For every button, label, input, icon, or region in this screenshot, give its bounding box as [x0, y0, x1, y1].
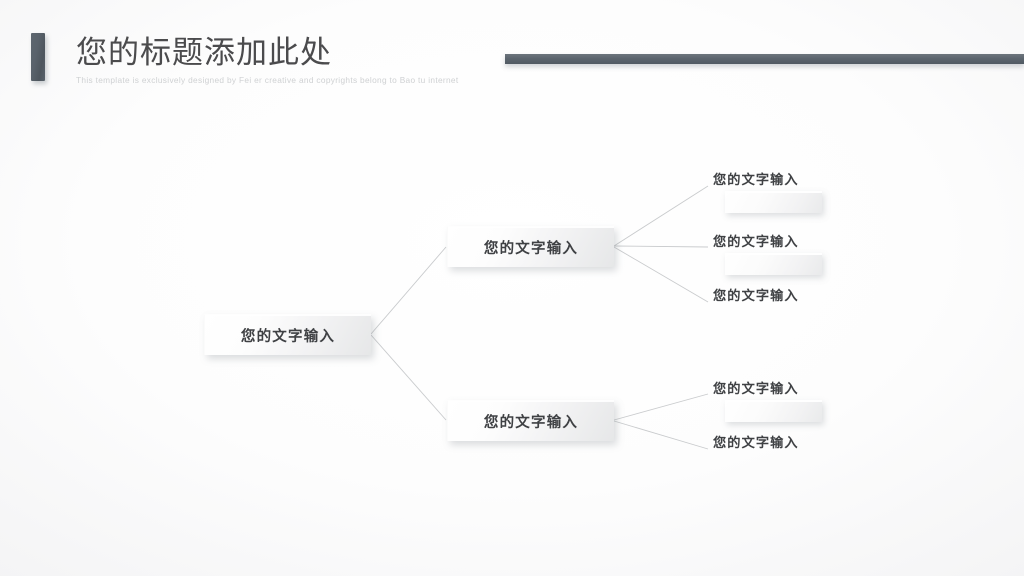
tree-leaf-1-1-plate — [725, 191, 822, 213]
page-subtitle: This template is exclusively designed by… — [76, 75, 459, 85]
tree-node-branch-1-label: 您的文字输入 — [483, 240, 579, 257]
connector-branch-1-leaf-3 — [613, 246, 709, 303]
title-block: 您的标题添加此处 This template is exclusively de… — [76, 33, 506, 86]
tree-leaf-2-1[interactable]: 您的文字输入 — [713, 381, 863, 422]
tree-node-branch-2-label: 您的文字输入 — [483, 414, 579, 431]
tree-node-branch-2[interactable]: 您的文字输入 — [447, 400, 614, 441]
tree-node-root[interactable]: 您的文字输入 — [204, 314, 371, 355]
tree-leaf-2-2[interactable]: 您的文字输入 — [713, 435, 863, 476]
tree-node-root-label: 您的文字输入 — [240, 328, 336, 345]
tree-leaf-1-3[interactable]: 您的文字输入 — [713, 288, 863, 329]
tree-leaf-2-2-label: 您的文字输入 — [713, 436, 799, 451]
tree-leaf-1-2-label: 您的文字输入 — [713, 235, 799, 250]
title-accent-bar — [31, 33, 45, 81]
tree-leaf-2-1-plate — [725, 400, 822, 422]
header-rule — [505, 54, 1024, 64]
tree-leaf-1-2-plate — [725, 253, 822, 275]
connector-root-to-branch-2 — [370, 334, 447, 421]
tree-leaf-1-1-label: 您的文字输入 — [713, 173, 799, 188]
connector-branch-2-leaf-1 — [613, 393, 709, 421]
page-title: 您的标题添加此处 — [76, 35, 332, 71]
tree-leaf-1-2[interactable]: 您的文字输入 — [713, 234, 863, 275]
tree-node-branch-1[interactable]: 您的文字输入 — [447, 226, 614, 267]
tree-leaf-1-3-label: 您的文字输入 — [713, 289, 799, 304]
tree-leaf-2-1-label: 您的文字输入 — [713, 382, 799, 397]
connector-branch-1-leaf-2 — [613, 245, 709, 248]
connector-root-to-branch-1 — [370, 246, 447, 335]
connector-branch-2-leaf-2 — [613, 420, 709, 450]
connector-branch-1-leaf-1 — [613, 185, 709, 247]
tree-leaf-1-1[interactable]: 您的文字输入 — [713, 172, 863, 213]
